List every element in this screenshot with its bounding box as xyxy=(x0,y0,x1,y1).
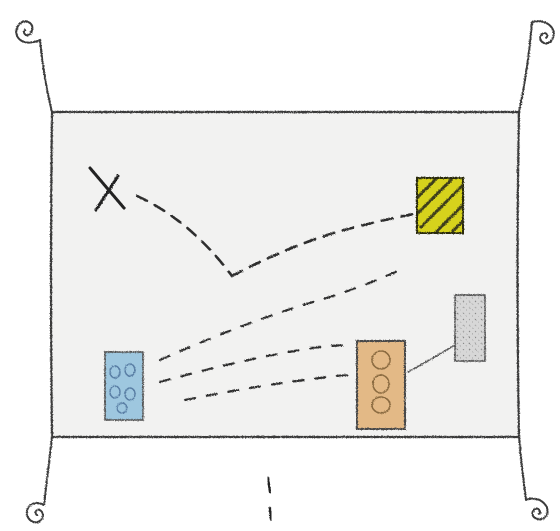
curl-top-right xyxy=(532,21,554,43)
gray-speckled-tile-icon xyxy=(455,295,485,361)
yellow-striped-tile-icon xyxy=(417,178,463,233)
curl-bottom-right xyxy=(526,499,548,520)
curl-top-left xyxy=(16,21,40,42)
blue-tile-icon xyxy=(105,352,143,420)
orange-tile-icon xyxy=(357,341,405,429)
tick-marks xyxy=(268,478,271,520)
curl-bottom-left xyxy=(27,503,44,522)
